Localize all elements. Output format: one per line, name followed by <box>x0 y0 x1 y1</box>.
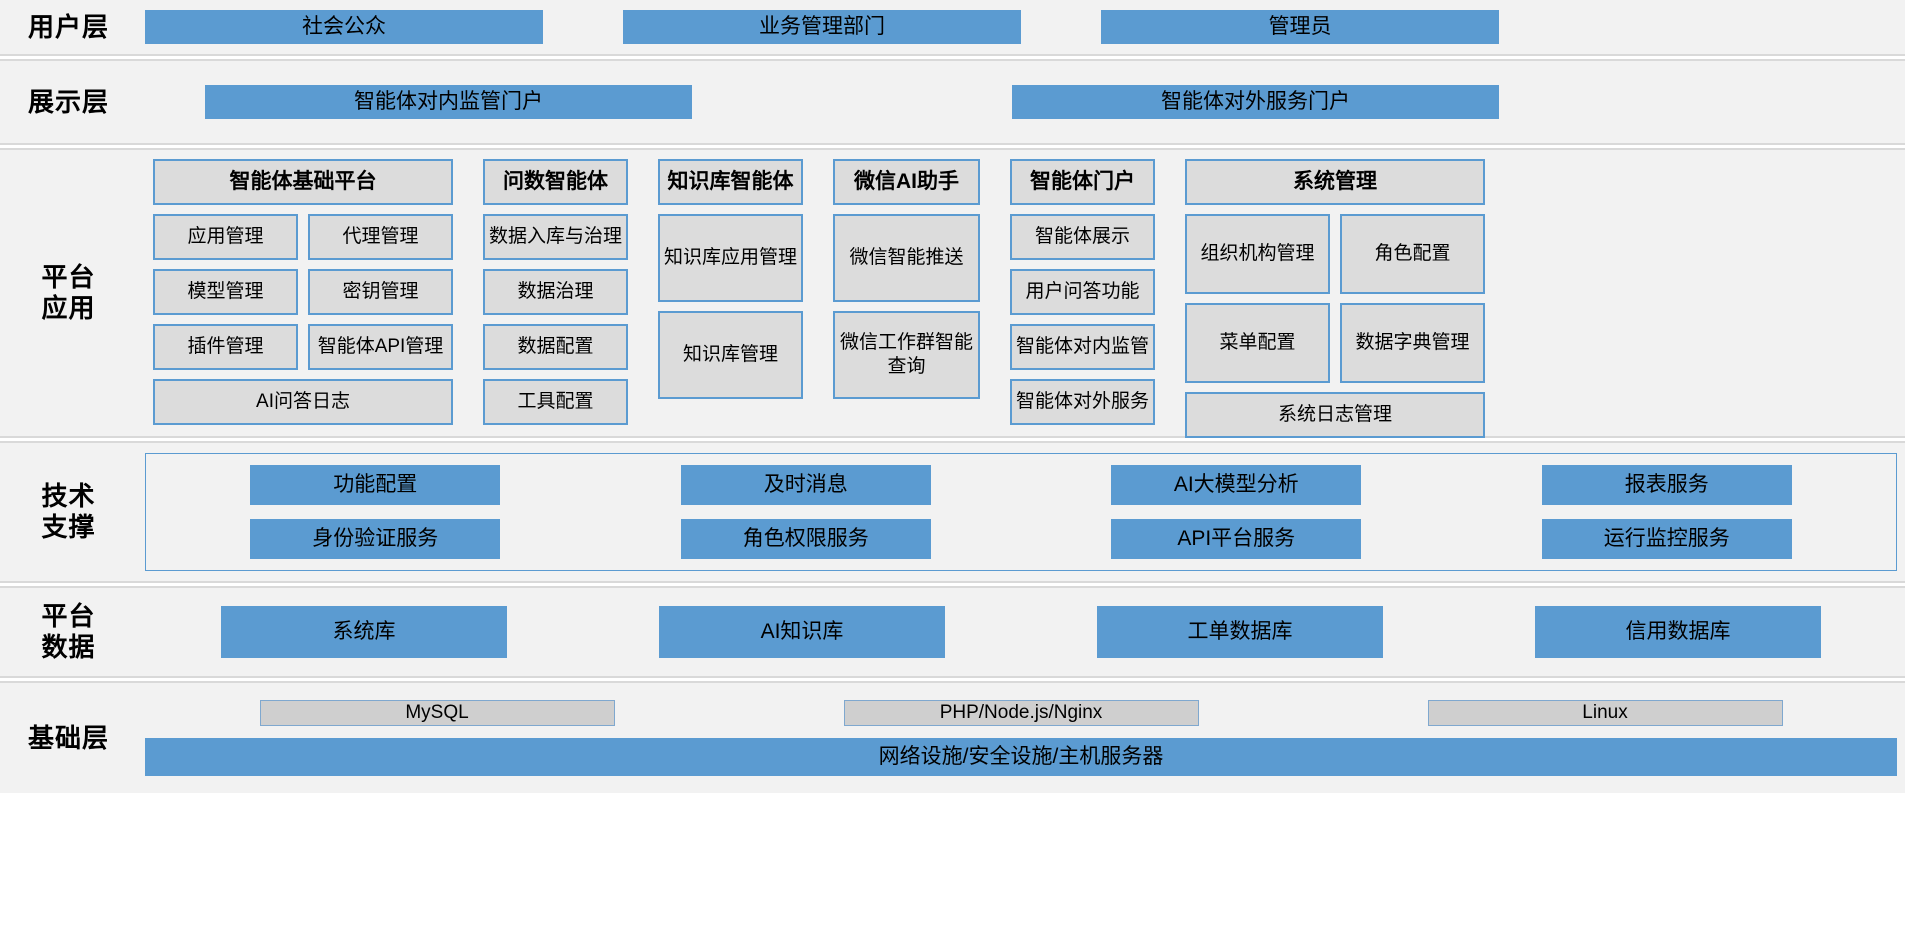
app-item-organization-management[interactable]: 组织机构管理 <box>1185 214 1330 294</box>
layer-tech-support: 技术 支撑 功能配置 身份验证服务 及时消息 角色权限服务 AI大模型分析 AP… <box>0 441 1905 583</box>
layer-body-user: 社会公众 业务管理部门 管理员 <box>137 0 1905 54</box>
tech-column-2: 及时消息 角色权限服务 <box>680 465 931 559</box>
data-item-ai-knowledge-db[interactable]: AI知识库 <box>659 606 945 658</box>
app-item-agent-showcase[interactable]: 智能体展示 <box>1010 214 1155 260</box>
app-row: 应用管理 代理管理 <box>153 214 453 260</box>
app-item-ai-qa-log[interactable]: AI问答日志 <box>153 379 453 425</box>
app-column-title-system-management[interactable]: 系统管理 <box>1185 159 1485 205</box>
layer-label-presentation: 展示层 <box>0 61 137 143</box>
app-column-title-knowledge-base-agent[interactable]: 知识库智能体 <box>658 159 803 205</box>
presentation-node-internal-portal[interactable]: 智能体对内监管门户 <box>205 85 692 119</box>
app-item-model-management[interactable]: 模型管理 <box>153 269 298 315</box>
app-column-title-agent-portal[interactable]: 智能体门户 <box>1010 159 1155 205</box>
app-column-title-data-query-agent[interactable]: 问数智能体 <box>483 159 628 205</box>
platform-application-columns: 智能体基础平台 应用管理 代理管理 模型管理 密钥管理 插件管理 智能体API管… <box>145 159 1897 438</box>
tech-item-identity-authentication-service[interactable]: 身份验证服务 <box>250 519 501 559</box>
tech-column-4: 报表服务 运行监控服务 <box>1541 465 1792 559</box>
layer-label-tech-support-text: 技术 支撑 <box>41 481 96 542</box>
tech-column-1: 功能配置 身份验证服务 <box>250 465 501 559</box>
layer-user: 用户层 社会公众 业务管理部门 管理员 <box>0 0 1905 56</box>
layer-label-infrastructure-text: 基础层 <box>27 722 109 753</box>
infra-item-php-node-nginx[interactable]: PHP/Node.js/Nginx <box>843 700 1199 726</box>
user-node-business-dept[interactable]: 业务管理部门 <box>623 10 1021 44</box>
layer-label-user: 用户层 <box>0 0 137 54</box>
app-item-data-configuration[interactable]: 数据配置 <box>483 324 628 370</box>
user-node-public[interactable]: 社会公众 <box>145 10 543 44</box>
app-item-data-ingestion-governance[interactable]: 数据入库与治理 <box>483 214 628 260</box>
app-item-wechat-group-smart-query[interactable]: 微信工作群智能查询 <box>833 311 980 399</box>
app-item-agent-internal-supervision[interactable]: 智能体对内监管 <box>1010 324 1155 370</box>
layer-label-presentation-text: 展示层 <box>27 86 109 117</box>
app-item-tool-configuration[interactable]: 工具配置 <box>483 379 628 425</box>
layer-label-platform-application: 平台 应用 <box>0 150 137 436</box>
layer-body-platform-application: 智能体基础平台 应用管理 代理管理 模型管理 密钥管理 插件管理 智能体API管… <box>137 150 1905 438</box>
app-item-key-management[interactable]: 密钥管理 <box>308 269 453 315</box>
tech-item-function-configuration[interactable]: 功能配置 <box>250 465 501 505</box>
layer-infrastructure: 基础层 MySQL PHP/Node.js/Nginx Linux 网络设施/安… <box>0 681 1905 793</box>
app-row: 插件管理 智能体API管理 <box>153 324 453 370</box>
tech-item-role-permission-service[interactable]: 角色权限服务 <box>680 519 931 559</box>
app-item-agent-api-management[interactable]: 智能体API管理 <box>308 324 453 370</box>
data-item-work-order-db[interactable]: 工单数据库 <box>1097 606 1383 658</box>
infrastructure-software-row: MySQL PHP/Node.js/Nginx Linux <box>145 700 1897 726</box>
app-item-kb-application-management[interactable]: 知识库应用管理 <box>658 214 803 302</box>
app-item-kb-management[interactable]: 知识库管理 <box>658 311 803 399</box>
layer-label-user-text: 用户层 <box>27 11 109 42</box>
app-item-agent-external-service[interactable]: 智能体对外服务 <box>1010 379 1155 425</box>
tech-item-ai-large-model-analysis[interactable]: AI大模型分析 <box>1111 465 1362 505</box>
tech-support-frame: 功能配置 身份验证服务 及时消息 角色权限服务 AI大模型分析 API平台服务 … <box>145 453 1897 571</box>
app-column-agent-portal: 智能体门户 智能体展示 用户问答功能 智能体对内监管 智能体对外服务 <box>1010 159 1155 438</box>
app-item-data-governance[interactable]: 数据治理 <box>483 269 628 315</box>
layer-body-infrastructure: MySQL PHP/Node.js/Nginx Linux 网络设施/安全设施/… <box>137 683 1905 793</box>
app-column-knowledge-base-agent: 知识库智能体 知识库应用管理 知识库管理 <box>658 159 803 438</box>
app-column-title-wechat-ai-assistant[interactable]: 微信AI助手 <box>833 159 980 205</box>
app-row: 组织机构管理 角色配置 <box>1185 214 1485 294</box>
presentation-node-external-portal[interactable]: 智能体对外服务门户 <box>1012 85 1499 119</box>
tech-item-report-service[interactable]: 报表服务 <box>1541 465 1792 505</box>
app-item-role-configuration[interactable]: 角色配置 <box>1340 214 1485 294</box>
layer-label-infrastructure: 基础层 <box>0 683 137 793</box>
layer-platform-application: 平台 应用 智能体基础平台 应用管理 代理管理 模型管理 密钥管理 插件管理 <box>0 148 1905 438</box>
app-item-data-dictionary-management[interactable]: 数据字典管理 <box>1340 303 1485 383</box>
app-item-wechat-smart-push[interactable]: 微信智能推送 <box>833 214 980 302</box>
infra-item-linux[interactable]: Linux <box>1427 700 1783 726</box>
layer-body-tech-support: 功能配置 身份验证服务 及时消息 角色权限服务 AI大模型分析 API平台服务 … <box>137 443 1905 581</box>
tech-item-api-platform-service[interactable]: API平台服务 <box>1111 519 1362 559</box>
infra-item-network-security-host[interactable]: 网络设施/安全设施/主机服务器 <box>145 738 1897 776</box>
app-row: 模型管理 密钥管理 <box>153 269 453 315</box>
tech-item-instant-message[interactable]: 及时消息 <box>680 465 931 505</box>
app-row: 菜单配置 数据字典管理 <box>1185 303 1485 383</box>
app-item-plugin-management[interactable]: 插件管理 <box>153 324 298 370</box>
app-item-menu-configuration[interactable]: 菜单配置 <box>1185 303 1330 383</box>
data-item-system-db[interactable]: 系统库 <box>221 606 507 658</box>
user-node-admin[interactable]: 管理员 <box>1101 10 1499 44</box>
app-item-application-management[interactable]: 应用管理 <box>153 214 298 260</box>
layer-presentation: 展示层 智能体对内监管门户 智能体对外服务门户 <box>0 59 1905 145</box>
layer-label-platform-application-text: 平台 应用 <box>41 262 96 323</box>
layer-body-presentation: 智能体对内监管门户 智能体对外服务门户 <box>137 61 1905 143</box>
app-item-agent-management[interactable]: 代理管理 <box>308 214 453 260</box>
app-column-data-query-agent: 问数智能体 数据入库与治理 数据治理 数据配置 工具配置 <box>483 159 628 438</box>
app-column-agent-base-platform: 智能体基础平台 应用管理 代理管理 模型管理 密钥管理 插件管理 智能体API管… <box>153 159 453 438</box>
app-column-wechat-ai-assistant: 微信AI助手 微信智能推送 微信工作群智能查询 <box>833 159 980 438</box>
app-column-title-agent-base-platform[interactable]: 智能体基础平台 <box>153 159 453 205</box>
app-column-system-management: 系统管理 组织机构管理 角色配置 菜单配置 数据字典管理 系统日志管理 <box>1185 159 1485 438</box>
data-item-credit-db[interactable]: 信用数据库 <box>1535 606 1821 658</box>
tech-column-3: AI大模型分析 API平台服务 <box>1111 465 1362 559</box>
app-item-system-log-management[interactable]: 系统日志管理 <box>1185 392 1485 438</box>
layer-label-platform-data: 平台 数据 <box>0 588 137 676</box>
layer-label-tech-support: 技术 支撑 <box>0 443 137 581</box>
tech-item-runtime-monitoring-service[interactable]: 运行监控服务 <box>1541 519 1792 559</box>
layer-platform-data: 平台 数据 系统库 AI知识库 工单数据库 信用数据库 <box>0 586 1905 678</box>
infra-item-mysql[interactable]: MySQL <box>259 700 615 726</box>
app-item-user-qa-function[interactable]: 用户问答功能 <box>1010 269 1155 315</box>
layer-label-platform-data-text: 平台 数据 <box>41 601 96 662</box>
layer-body-platform-data: 系统库 AI知识库 工单数据库 信用数据库 <box>137 588 1905 676</box>
